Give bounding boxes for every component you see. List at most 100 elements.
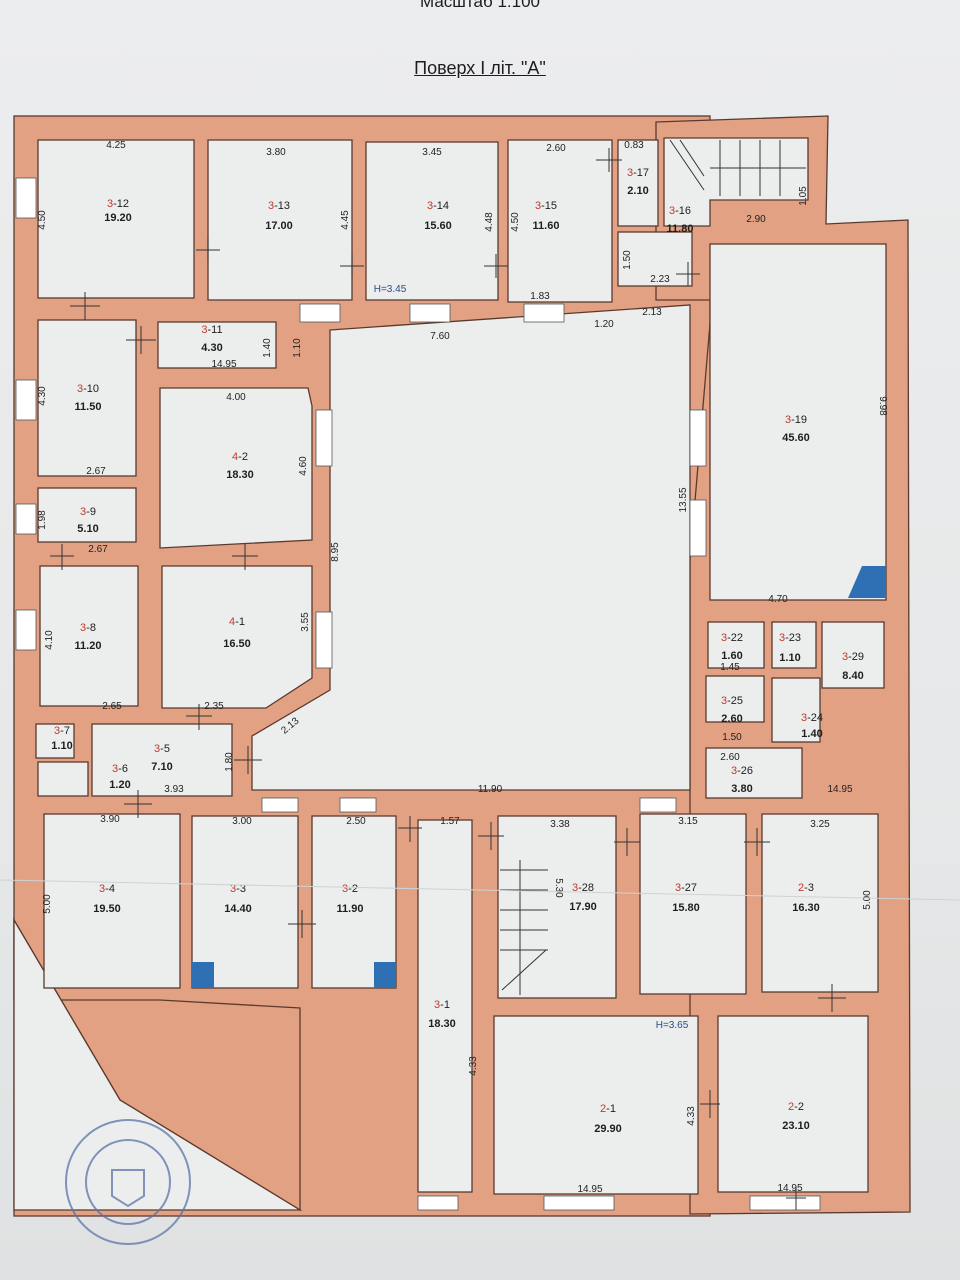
dim-label: 1.20 bbox=[594, 319, 614, 330]
room-area: 16.50 bbox=[223, 638, 251, 650]
room-area: 1.10 bbox=[779, 652, 800, 664]
room-id: 3-14 bbox=[427, 200, 449, 212]
dim-label: 3.25 bbox=[810, 819, 830, 830]
room-3-24 bbox=[771, 677, 821, 743]
scale-label: Масштаб 1:100 bbox=[420, 0, 540, 11]
room-area: 15.60 bbox=[424, 220, 452, 232]
room-3-28 bbox=[497, 815, 617, 999]
room-3-5 bbox=[91, 723, 233, 797]
room-id: 3-10 bbox=[77, 383, 99, 395]
dim-label: 1.57 bbox=[440, 816, 460, 827]
height-mark: H=3.65 bbox=[656, 1020, 689, 1031]
dim-label: 1.05 bbox=[798, 186, 809, 206]
height-marks: H=3.45 H=3.65 bbox=[374, 284, 689, 1031]
room-area: 45.60 bbox=[782, 432, 810, 444]
room-id: 3-5 bbox=[154, 743, 170, 755]
dim-label: 4.30 bbox=[37, 386, 48, 406]
room-id: 3-9 bbox=[80, 506, 96, 518]
dim-label: 3.00 bbox=[232, 816, 252, 827]
window bbox=[261, 797, 299, 813]
room-id: 3-29 bbox=[842, 651, 864, 663]
stamp-emblem-icon bbox=[111, 1169, 145, 1208]
room-area: 1.40 bbox=[801, 728, 822, 740]
courtyard bbox=[251, 304, 691, 791]
room-area: 1.20 bbox=[109, 779, 130, 791]
dim-label: 4.25 bbox=[106, 140, 126, 151]
room-id: 3-22 bbox=[721, 632, 743, 644]
room-area: 17.00 bbox=[265, 220, 293, 232]
room-id: 3-27 bbox=[675, 882, 697, 894]
dim-label: 3.93 bbox=[164, 784, 184, 795]
room-3-29 bbox=[821, 621, 885, 689]
room-3-23 bbox=[771, 621, 817, 669]
dim-label: 3.80 bbox=[266, 147, 286, 158]
room-3-17 bbox=[617, 139, 659, 227]
dim-label: 4.00 bbox=[226, 392, 246, 403]
room-area: 18.30 bbox=[428, 1018, 456, 1030]
room-3-27 bbox=[639, 813, 747, 995]
room-area: 15.80 bbox=[672, 902, 700, 914]
room-area: 4.30 bbox=[201, 342, 222, 354]
dim-label: 2.60 bbox=[720, 752, 740, 763]
dim-label: 5.30 bbox=[553, 878, 564, 898]
room-id: 3-25 bbox=[721, 695, 743, 707]
rooms-layer bbox=[35, 137, 887, 1195]
room-area: 1.60 bbox=[721, 650, 742, 662]
dim-label: 1.83 bbox=[530, 291, 550, 302]
room-labels: 3-12 19.20 3-13 17.00 3-14 15.60 3-15 11… bbox=[51, 167, 864, 1135]
room-id: 2-3 bbox=[798, 882, 814, 894]
room-area: 2.60 bbox=[721, 713, 742, 725]
dim-label: 1.98 bbox=[37, 510, 48, 530]
room-3-1 bbox=[417, 819, 473, 1193]
dim-label: 3.38 bbox=[550, 819, 570, 830]
room-area: 11.50 bbox=[75, 401, 102, 413]
room-id: 3-13 bbox=[268, 200, 290, 212]
room-id: 2-1 bbox=[600, 1103, 616, 1115]
room-area: 2.10 bbox=[627, 185, 648, 197]
room-2-3 bbox=[761, 813, 879, 993]
room-area: 17.90 bbox=[569, 901, 597, 913]
dim-label: 7.60 bbox=[430, 331, 450, 342]
room-3-2 bbox=[311, 815, 397, 989]
marker-3-19 bbox=[848, 566, 886, 598]
room-id: 4-2 bbox=[232, 451, 248, 463]
dim-label: 2.35 bbox=[204, 701, 224, 712]
room-3-22 bbox=[707, 621, 765, 669]
room-3-19 bbox=[709, 243, 887, 601]
room-3-6 bbox=[37, 761, 89, 797]
dim-label: 4.50 bbox=[510, 212, 521, 232]
window bbox=[749, 1195, 821, 1211]
floor-title: Поверх I літ. "А" bbox=[414, 58, 546, 78]
room-area: 19.20 bbox=[104, 212, 132, 224]
room-area: 7.10 bbox=[151, 761, 172, 773]
dim-label: 4.33 bbox=[468, 1056, 479, 1076]
room-id: 3-4 bbox=[99, 883, 115, 895]
window bbox=[15, 609, 37, 651]
room-id: 3-23 bbox=[779, 632, 801, 644]
room-2-2 bbox=[717, 1015, 869, 1193]
marker-3-3 bbox=[192, 962, 214, 988]
dim-label: 2.65 bbox=[102, 701, 122, 712]
room-id: 3-24 bbox=[801, 712, 823, 724]
dim-label: 1.50 bbox=[622, 250, 633, 270]
room-3-8 bbox=[39, 565, 139, 707]
dim-label: 1.45 bbox=[720, 662, 740, 673]
room-id: 3-15 bbox=[535, 200, 557, 212]
dim-label: 5.00 bbox=[42, 894, 53, 914]
room-3-26 bbox=[705, 747, 803, 799]
room-area: 19.50 bbox=[93, 903, 121, 915]
room-3-16-hall bbox=[617, 231, 693, 287]
room-id: 3-6 bbox=[112, 763, 128, 775]
room-id: 3-8 bbox=[80, 622, 96, 634]
window bbox=[315, 409, 333, 467]
dimension-labels: 4.25 3.80 3.45 2.60 0.83 4.50 4.45 4.48 … bbox=[37, 140, 888, 1195]
room-id: 3-19 bbox=[785, 414, 807, 426]
markers bbox=[192, 566, 886, 988]
window bbox=[417, 1195, 459, 1211]
room-id: 2-2 bbox=[788, 1101, 804, 1113]
dim-label: 1.10 bbox=[292, 338, 303, 358]
room-id: 3-3 bbox=[230, 883, 246, 895]
windows bbox=[15, 177, 821, 1211]
marker-3-2 bbox=[374, 962, 396, 988]
